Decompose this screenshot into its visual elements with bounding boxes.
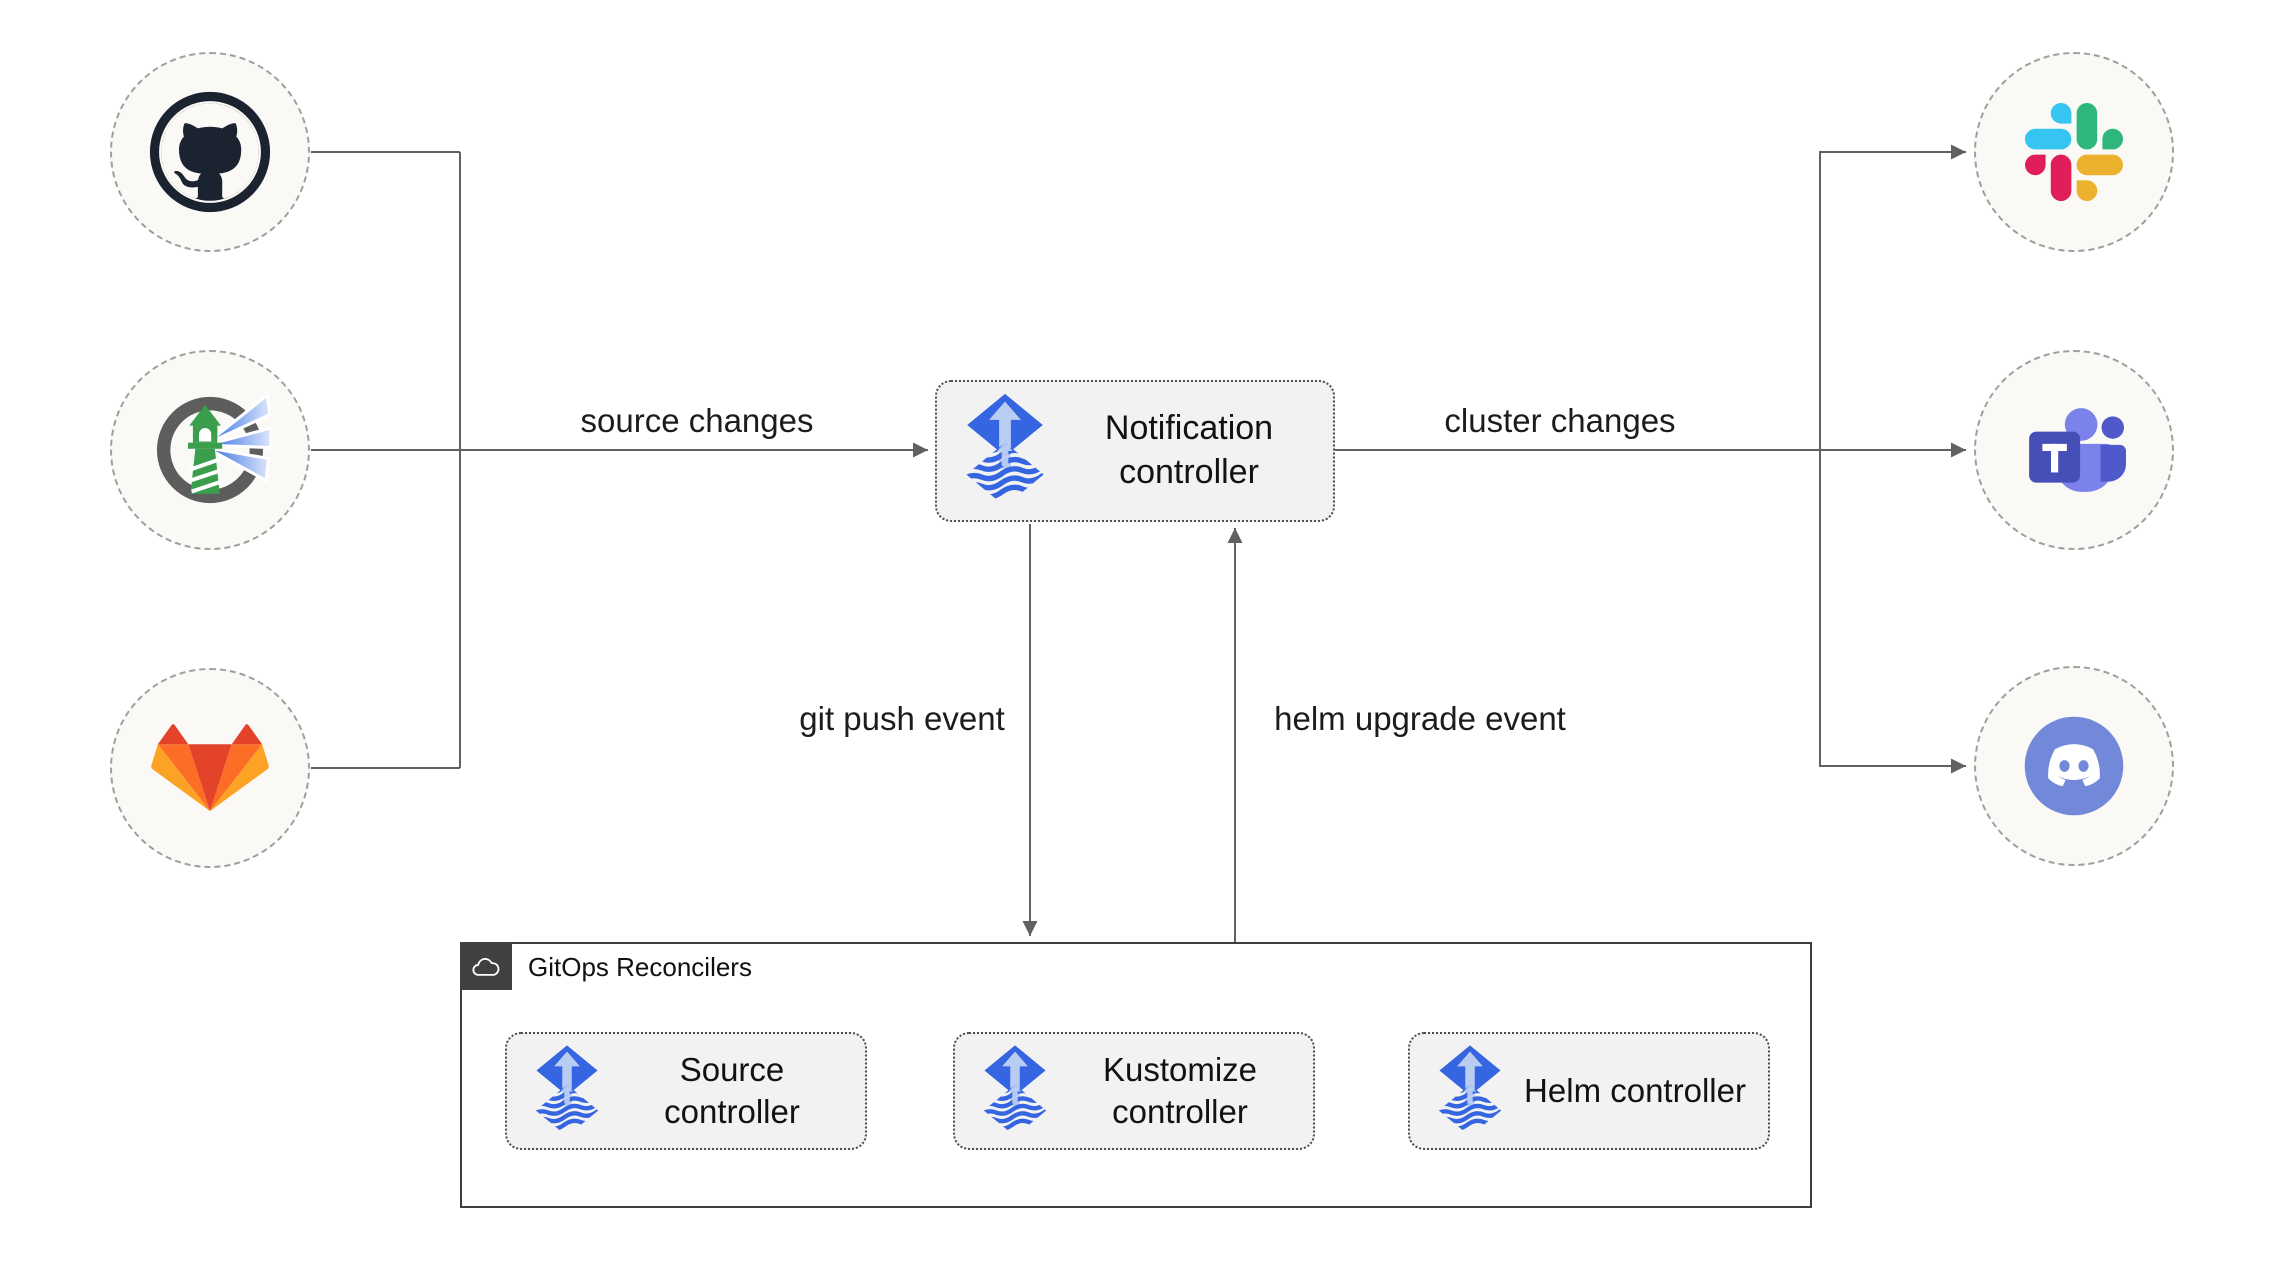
flux-icon [963, 392, 1047, 510]
edge-label-helm-upgrade-event: helm upgrade event [1274, 700, 1566, 737]
flux-icon [981, 1044, 1049, 1139]
github-icon [149, 91, 271, 213]
edge-label-source-changes: source changes [580, 402, 814, 439]
edge-branch-slack-arrow [1819, 144, 1966, 450]
edge-label-cluster-changes: cluster changes [1444, 402, 1676, 439]
target-node-teams [1974, 350, 2174, 550]
source-node-github [110, 52, 310, 252]
kustomize-controller-label: Kustomize controller [1102, 1050, 1258, 1130]
helm-controller-label: Helm controller [1524, 1071, 1746, 1109]
flux-icon [1436, 1044, 1504, 1139]
harbor-icon [156, 392, 271, 504]
source-node-gitlab [110, 668, 310, 868]
target-node-discord [1974, 666, 2174, 866]
kustomize-controller-node: Kustomize controller [953, 1032, 1315, 1150]
flux-icon [533, 1044, 601, 1139]
source-controller-label: Source controller [664, 1050, 800, 1130]
helm-controller-node: Helm controller [1408, 1032, 1770, 1150]
group-title: GitOps Reconcilers [528, 952, 752, 982]
notification-controller-label: Notification controller [1104, 409, 1274, 491]
source-controller-node: Source controller [505, 1032, 867, 1150]
cloud-icon [472, 958, 500, 976]
target-node-slack [1974, 52, 2174, 252]
notification-controller-node: Notification controller [935, 380, 1335, 522]
slack-icon [2025, 103, 2123, 201]
edge-label-git-push-event: git push event [799, 700, 1005, 737]
edge-branch-discord-arrow [1819, 450, 1966, 774]
gitlab-icon [151, 724, 269, 812]
microsoft-teams-icon [2029, 408, 2127, 492]
group-tab [460, 942, 512, 990]
discord-icon [2024, 716, 2124, 816]
source-node-harbor [110, 350, 310, 550]
